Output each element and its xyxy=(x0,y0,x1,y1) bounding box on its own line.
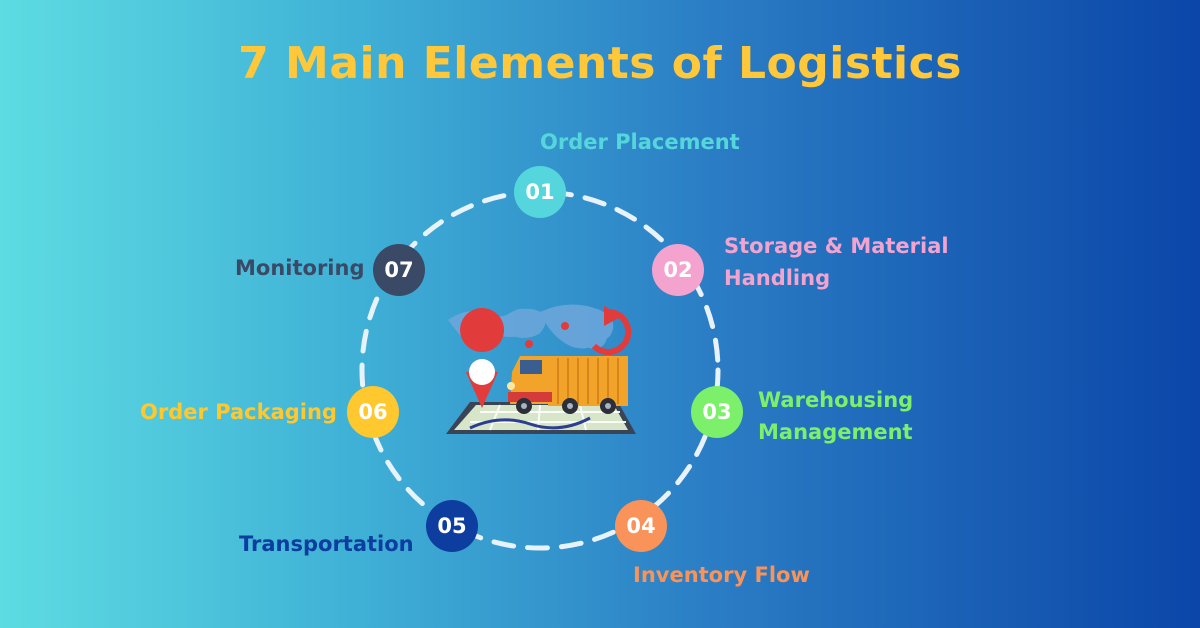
step-label-transportation: Transportation xyxy=(239,528,414,560)
label-line: Order Placement xyxy=(540,130,740,154)
label-line: Warehousing xyxy=(758,388,914,412)
step-badge-02: 02 xyxy=(652,244,704,296)
step-badge-05: 05 xyxy=(426,500,478,552)
label-line: Inventory Flow xyxy=(633,563,810,587)
label-line: Transportation xyxy=(239,532,414,556)
step-badge-04: 04 xyxy=(615,500,667,552)
step-label-order-placement: Order Placement xyxy=(540,126,740,158)
step-label-warehousing-management: Warehousing Management xyxy=(758,384,913,448)
step-label-monitoring: Monitoring xyxy=(235,252,364,284)
step-badge-03: 03 xyxy=(691,386,743,438)
label-line: Monitoring xyxy=(235,256,365,280)
step-badge-01: 01 xyxy=(514,166,566,218)
label-line: Handling xyxy=(724,266,831,290)
page-title: 7 Main Elements of Logistics xyxy=(238,38,962,89)
step-badge-06: 06 xyxy=(347,386,399,438)
step-badge-07: 07 xyxy=(373,244,425,296)
step-label-inventory-flow: Inventory Flow xyxy=(633,559,810,591)
label-line: Storage & Material xyxy=(724,234,949,258)
label-line: Management xyxy=(758,420,913,444)
step-label-storage-material-handling: Storage & Material Handling xyxy=(724,230,949,294)
step-label-order-packaging: Order Packaging xyxy=(140,396,337,428)
label-line: Order Packaging xyxy=(140,400,337,424)
